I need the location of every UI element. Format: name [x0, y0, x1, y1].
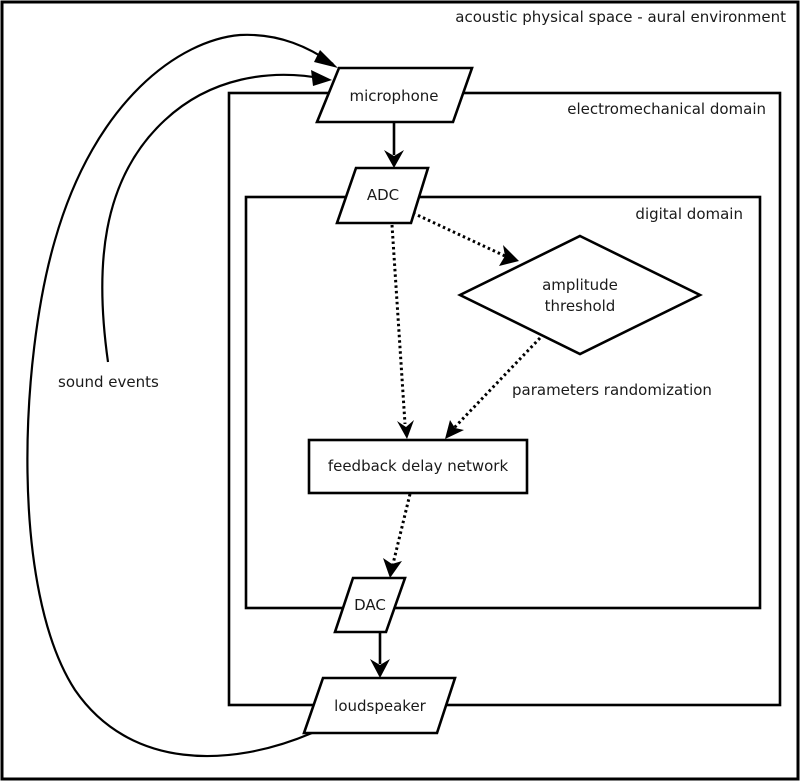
loudspeaker-to-microphone-curve — [26, 33, 334, 758]
loudspeaker-node[interactable]: loudspeaker — [302, 676, 457, 735]
digital-domain-label: digital domain — [635, 205, 743, 223]
feedback-delay-network-node[interactable]: feedback delay network — [307, 438, 529, 495]
electromechanical-domain-label: electromechanical domain — [567, 100, 766, 118]
dac-node[interactable]: DAC — [333, 576, 407, 634]
sound-events-label: sound events — [58, 373, 159, 391]
feedback-delay-network-label: feedback delay network — [328, 457, 509, 475]
adc-node[interactable]: ADC — [335, 166, 430, 225]
electromechanical-domain-box — [227, 91, 782, 707]
amplitude-threshold-node[interactable]: amplitude threshold — [457, 234, 703, 356]
loudspeaker-label: loudspeaker — [334, 697, 427, 715]
dac-shape — [333, 576, 407, 634]
amplitude-threshold-label-line2: threshold — [545, 297, 616, 315]
acoustic-space-label: acoustic physical space - aural environm… — [455, 8, 786, 26]
edge-adc-fdn — [390, 224, 407, 425]
arrowhead-adc-fdn — [397, 420, 414, 439]
microphone-label: microphone — [350, 87, 439, 105]
arrowhead-microphone-adc — [384, 150, 404, 168]
digital-domain-box — [244, 195, 762, 610]
microphone-shape — [315, 66, 474, 124]
arrowhead-fdn-dac — [383, 558, 402, 578]
arrowhead-outer-curve — [314, 50, 338, 68]
arrowhead-inner-curve — [311, 70, 332, 86]
arrowhead-adc-threshold — [499, 245, 519, 266]
amplitude-threshold-shape — [457, 234, 703, 356]
edge-adc-threshold — [412, 211, 506, 258]
arrowhead-dac-loudspeaker — [370, 659, 390, 678]
amplitude-threshold-label-line1: amplitude — [542, 276, 618, 294]
edge-threshold-fdn — [452, 336, 542, 430]
edge-fdn-dac — [391, 493, 412, 565]
dac-label: DAC — [354, 596, 386, 614]
sound-events-to-microphone-curve — [101, 73, 326, 363]
parameters-randomization-label: parameters randomization — [512, 381, 712, 399]
feedback-delay-network-shape — [307, 438, 529, 495]
microphone-node[interactable]: microphone — [315, 66, 474, 124]
adc-shape — [335, 166, 430, 225]
loudspeaker-shape — [302, 676, 457, 735]
arrowhead-threshold-fdn — [445, 420, 464, 439]
adc-label: ADC — [367, 186, 399, 204]
